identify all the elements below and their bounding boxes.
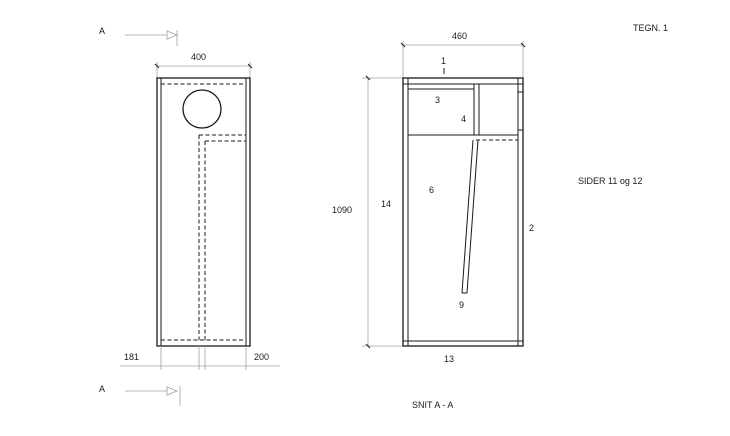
section-arrow-bottom: A [99,384,181,406]
front-width-dim: 400 [191,52,206,62]
part-number-13: 13 [444,354,454,364]
section-mark-top: A [99,26,105,36]
part-number-14: 14 [381,199,391,209]
drawing-number: TEGN. 1 [633,23,668,33]
front-right-offset-dim: 200 [254,352,269,362]
side-panel-outline [402,77,524,347]
front-view: 400 181 200 [120,52,280,370]
section-mark-bottom: A [99,384,105,394]
front-panel-outline [156,77,251,347]
part-number-3: 3 [435,95,440,105]
side-view: 460 1090 1 3 [332,31,534,364]
part-number-9: 9 [459,300,464,310]
part-number-6: 6 [429,185,434,195]
section-label: SNIT A - A [412,400,453,410]
front-left-offset-dim: 181 [124,352,139,362]
driver-hole [182,89,222,129]
sides-caption: SIDER 11 og 12 [578,176,642,186]
side-depth-dim: 460 [452,31,467,41]
part-number-4: 4 [461,114,466,124]
part-number-2: 2 [529,223,534,233]
side-height-dim: 1090 [332,205,352,215]
section-arrow-top: A [99,26,179,46]
part-number-1: 1 [441,56,446,66]
